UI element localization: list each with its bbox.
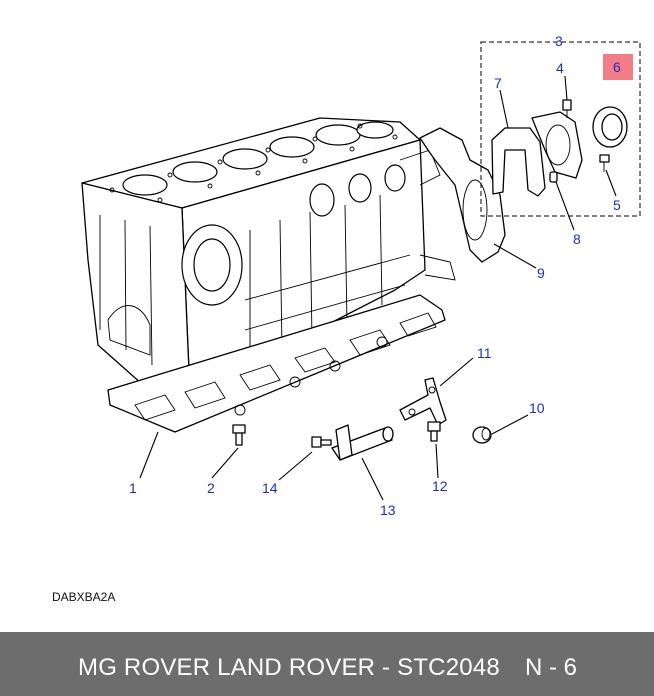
- diagram-code: DABXBA2A: [52, 590, 116, 604]
- callout-7: 7: [494, 75, 502, 91]
- callout-10: 10: [529, 400, 545, 416]
- group-3-box: [480, 41, 641, 217]
- callout-3: 3: [555, 33, 563, 49]
- bracket-11: [399, 377, 447, 426]
- rear-gasket: [419, 127, 506, 263]
- callout-4: 4: [556, 60, 564, 76]
- footer-bar: MG ROVER LAND ROVER - STC2048 N - 6: [0, 632, 654, 696]
- footer-page-number: N - 6: [525, 654, 578, 681]
- engine-block: [81, 117, 456, 401]
- bolt-12: [427, 421, 441, 442]
- bolt-5: [599, 154, 610, 172]
- callout-13: 13: [380, 502, 396, 518]
- callout-6: 6: [613, 59, 621, 75]
- callout-8: 8: [573, 231, 581, 247]
- seal-carrier: [491, 127, 546, 197]
- bolt-2: [232, 424, 246, 446]
- parts-diagram: 1 2 3 4 5 6 7 8 9 10 11 12 13 14: [81, 33, 641, 518]
- bedplate: [107, 294, 446, 433]
- callout-5: 5: [613, 197, 621, 213]
- bolt-14: [311, 436, 332, 448]
- oil-seal-6: [592, 106, 628, 148]
- callout-2: 2: [207, 480, 215, 496]
- callout-1: 1: [129, 480, 137, 496]
- plug-10: [472, 426, 492, 444]
- leader-lines: [139, 75, 617, 501]
- callout-11: 11: [477, 345, 492, 361]
- dowel-8: [549, 171, 558, 183]
- highlight-6: [603, 54, 633, 80]
- callout-9: 9: [537, 265, 545, 281]
- seal-housing: [531, 111, 583, 179]
- footer-title: MG ROVER LAND ROVER - STC2048: [78, 654, 500, 681]
- callout-14: 14: [262, 480, 278, 496]
- callout-numbers: 1 2 3 4 5 6 7 8 9 10 11 12 13 14: [129, 33, 621, 518]
- callout-12: 12: [432, 478, 448, 494]
- sensor-13: [331, 424, 394, 461]
